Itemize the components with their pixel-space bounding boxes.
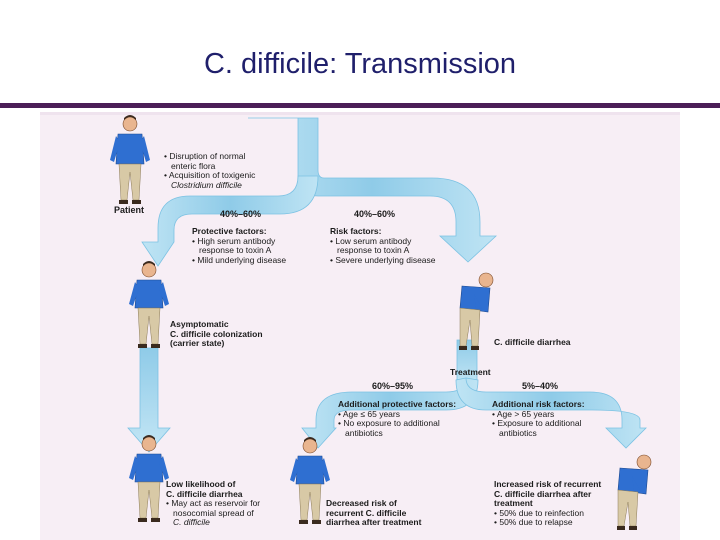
risk-heading: Risk factors:: [330, 226, 382, 236]
risk-line-2: response to toxin A: [337, 245, 410, 255]
decreased-risk-label: Decreased risk of recurrent C. difficile…: [326, 498, 422, 528]
increased-line-1: Increased risk of recurrent: [494, 479, 602, 489]
patient-bullet-4: Clostridium difficile: [171, 179, 242, 190]
add-protective-line-2: • No exposure to additional: [338, 418, 440, 428]
decreased-line-1: Decreased risk of: [326, 498, 397, 508]
arrow-treatment-right: [455, 377, 647, 449]
patient-bullet-2: enteric flora: [171, 160, 216, 171]
low-line-3: • May act as reservoir for: [166, 498, 261, 508]
protective-factors: Protective factors: • High serum antibod…: [192, 226, 287, 265]
patient-bullet-1: • Disruption of normal: [164, 151, 246, 161]
increased-line-4: • 50% due to reinfection: [494, 507, 584, 518]
low-line-1: Low likelihood of: [166, 479, 236, 489]
add-risk-line-3: antibiotics: [499, 427, 537, 438]
risk-line-3: • Severe underlying disease: [330, 254, 436, 265]
decreased-line-3: diarrhea after treatment: [326, 517, 422, 527]
title-rule: [0, 103, 720, 108]
low-likelihood-figure: [129, 435, 169, 522]
risk-line-1: • Low serum antibody: [330, 235, 412, 246]
left-branch-pct: 40%–60%: [220, 209, 262, 219]
risk-factors: Risk factors: • Low serum antibody respo…: [330, 226, 436, 265]
asymptomatic-line-1: Asymptomatic: [170, 319, 229, 329]
increased-line-2: C. difficile diarrhea after: [494, 488, 592, 499]
arrow-left-vertical: [127, 347, 171, 453]
add-protective-line-1: • Age ≤ 65 years: [338, 408, 400, 419]
additional-protective-factors: Additional protective factors: • Age ≤ 6…: [338, 399, 457, 438]
patient-bullets: • Disruption of normal enteric flora • A…: [164, 151, 256, 190]
low-line-4: nosocomial spread of: [173, 507, 254, 518]
patient-label: Patient: [114, 205, 145, 215]
asymptomatic-line-3: (carrier state): [170, 338, 225, 348]
additional-risk-factors: Additional risk factors: • Age > 65 year…: [492, 399, 585, 438]
asymptomatic-figure: [129, 261, 169, 348]
low-line-5: C. difficile: [173, 517, 210, 527]
protective-heading: Protective factors:: [192, 226, 267, 236]
protective-line-2: response to toxin A: [199, 245, 272, 255]
flow-arrows: [127, 117, 647, 453]
protective-line-3: • Mild underlying disease: [192, 254, 287, 265]
asymptomatic-label: Asymptomatic C. difficile colonization (…: [170, 319, 263, 349]
diarrhea-figure: [459, 272, 494, 350]
increased-risk-figure: [617, 454, 652, 530]
add-protective-line-3: antibiotics: [345, 427, 383, 438]
decreased-line-2: recurrent C. difficile: [326, 507, 407, 518]
increased-risk-label: Increased risk of recurrent C. difficile…: [494, 479, 602, 528]
slide-title: C. difficile: Transmission: [203, 48, 517, 80]
arrow-treatment-left: [301, 377, 479, 449]
treatment-right-pct: 5%–40%: [522, 381, 559, 391]
decreased-risk-figure: [290, 437, 330, 524]
low-likelihood-label: Low likelihood of C. difficile diarrhea …: [166, 479, 261, 528]
right-branch-pct: 40%–60%: [354, 209, 396, 219]
low-line-2: C. difficile diarrhea: [166, 488, 243, 499]
treatment-label: Treatment: [450, 367, 491, 377]
add-protective-heading: Additional protective factors:: [338, 399, 457, 409]
increased-line-3: treatment: [494, 498, 533, 508]
arrow-left-branch: [141, 175, 319, 267]
protective-line-1: • High serum antibody: [192, 235, 276, 246]
add-risk-line-1: • Age > 65 years: [492, 408, 555, 419]
patient-figure: [110, 115, 150, 204]
add-risk-heading: Additional risk factors:: [492, 399, 585, 409]
patient-bullet-3: • Acquisition of toxigenic: [164, 170, 256, 180]
asymptomatic-line-2: C. difficile colonization: [170, 328, 263, 339]
add-risk-line-2: • Exposure to additional: [492, 418, 582, 428]
treatment-left-pct: 60%–95%: [372, 381, 414, 391]
diarrhea-label: C. difficile diarrhea: [494, 337, 571, 347]
increased-line-5: • 50% due to relapse: [494, 517, 573, 527]
